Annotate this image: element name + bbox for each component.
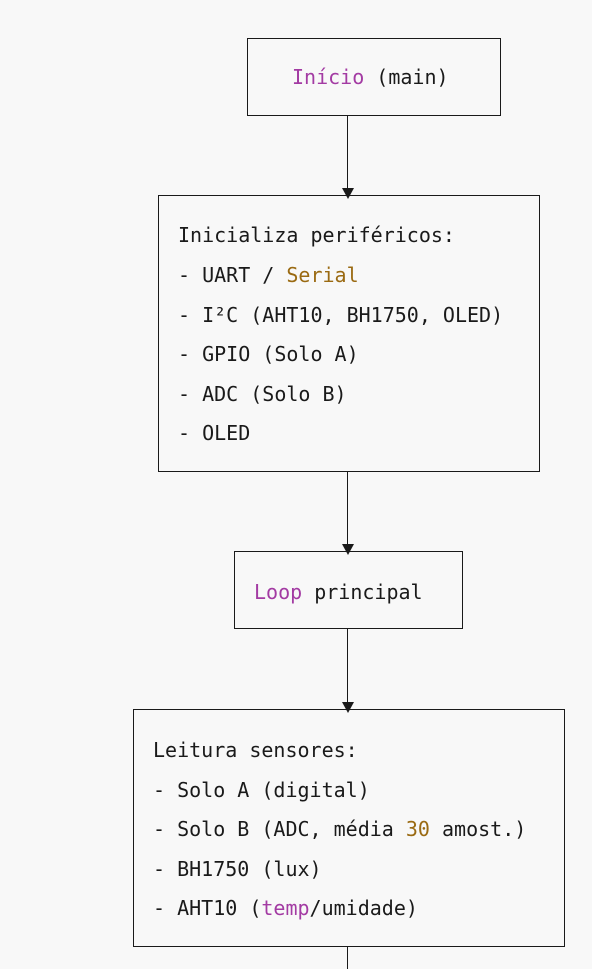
arrow-down-icon bbox=[342, 544, 354, 555]
init-line-oled: - OLED bbox=[178, 421, 251, 445]
loop-keyword: Loop bbox=[254, 580, 303, 604]
serial-keyword: Serial bbox=[286, 263, 359, 287]
connector-line bbox=[347, 947, 348, 969]
solo-b-suffix: amost.) bbox=[429, 817, 527, 841]
samples-count: 30 bbox=[405, 817, 430, 841]
read-line-solo-b: - Solo B (ADC, média 30 amost.) bbox=[153, 819, 526, 839]
init-line-adc: - ADC (Solo B) bbox=[178, 382, 347, 406]
init-node bbox=[158, 195, 540, 472]
init-line-uart: - UART / Serial bbox=[178, 265, 359, 285]
aht10-prefix: - AHT10 ( bbox=[153, 896, 262, 920]
temp-keyword: temp bbox=[261, 896, 310, 920]
read-sensors-node bbox=[133, 709, 565, 947]
init-line-gpio: - GPIO (Solo A) bbox=[178, 342, 359, 366]
init-uart-text: - UART / bbox=[178, 263, 287, 287]
start-node-label: Início (main) bbox=[292, 67, 449, 87]
start-keyword: Início bbox=[292, 65, 365, 89]
read-line-bh1750: - BH1750 (lux) bbox=[153, 857, 322, 881]
read-line-solo-a: - Solo A (digital) bbox=[153, 778, 370, 802]
solo-b-prefix: - Solo B (ADC, média bbox=[153, 817, 406, 841]
arrow-down-icon bbox=[342, 702, 354, 713]
init-header: Inicializa periféricos: bbox=[178, 223, 455, 247]
start-title-rest: (main) bbox=[364, 65, 449, 89]
connector-line bbox=[347, 629, 348, 708]
init-line-i2c: - I²C (AHT10, BH1750, OLED) bbox=[178, 303, 504, 327]
start-node bbox=[247, 38, 501, 116]
aht10-suffix: /umidade) bbox=[309, 896, 418, 920]
connector-line bbox=[347, 472, 348, 550]
read-header: Leitura sensores: bbox=[153, 738, 358, 762]
arrow-down-icon bbox=[342, 188, 354, 199]
read-line-aht10: - AHT10 (temp/umidade) bbox=[153, 898, 418, 918]
connector-line bbox=[347, 116, 348, 194]
loop-title-rest: principal bbox=[302, 580, 423, 604]
loop-node bbox=[234, 551, 463, 629]
loop-node-label: Loop principal bbox=[254, 582, 423, 602]
